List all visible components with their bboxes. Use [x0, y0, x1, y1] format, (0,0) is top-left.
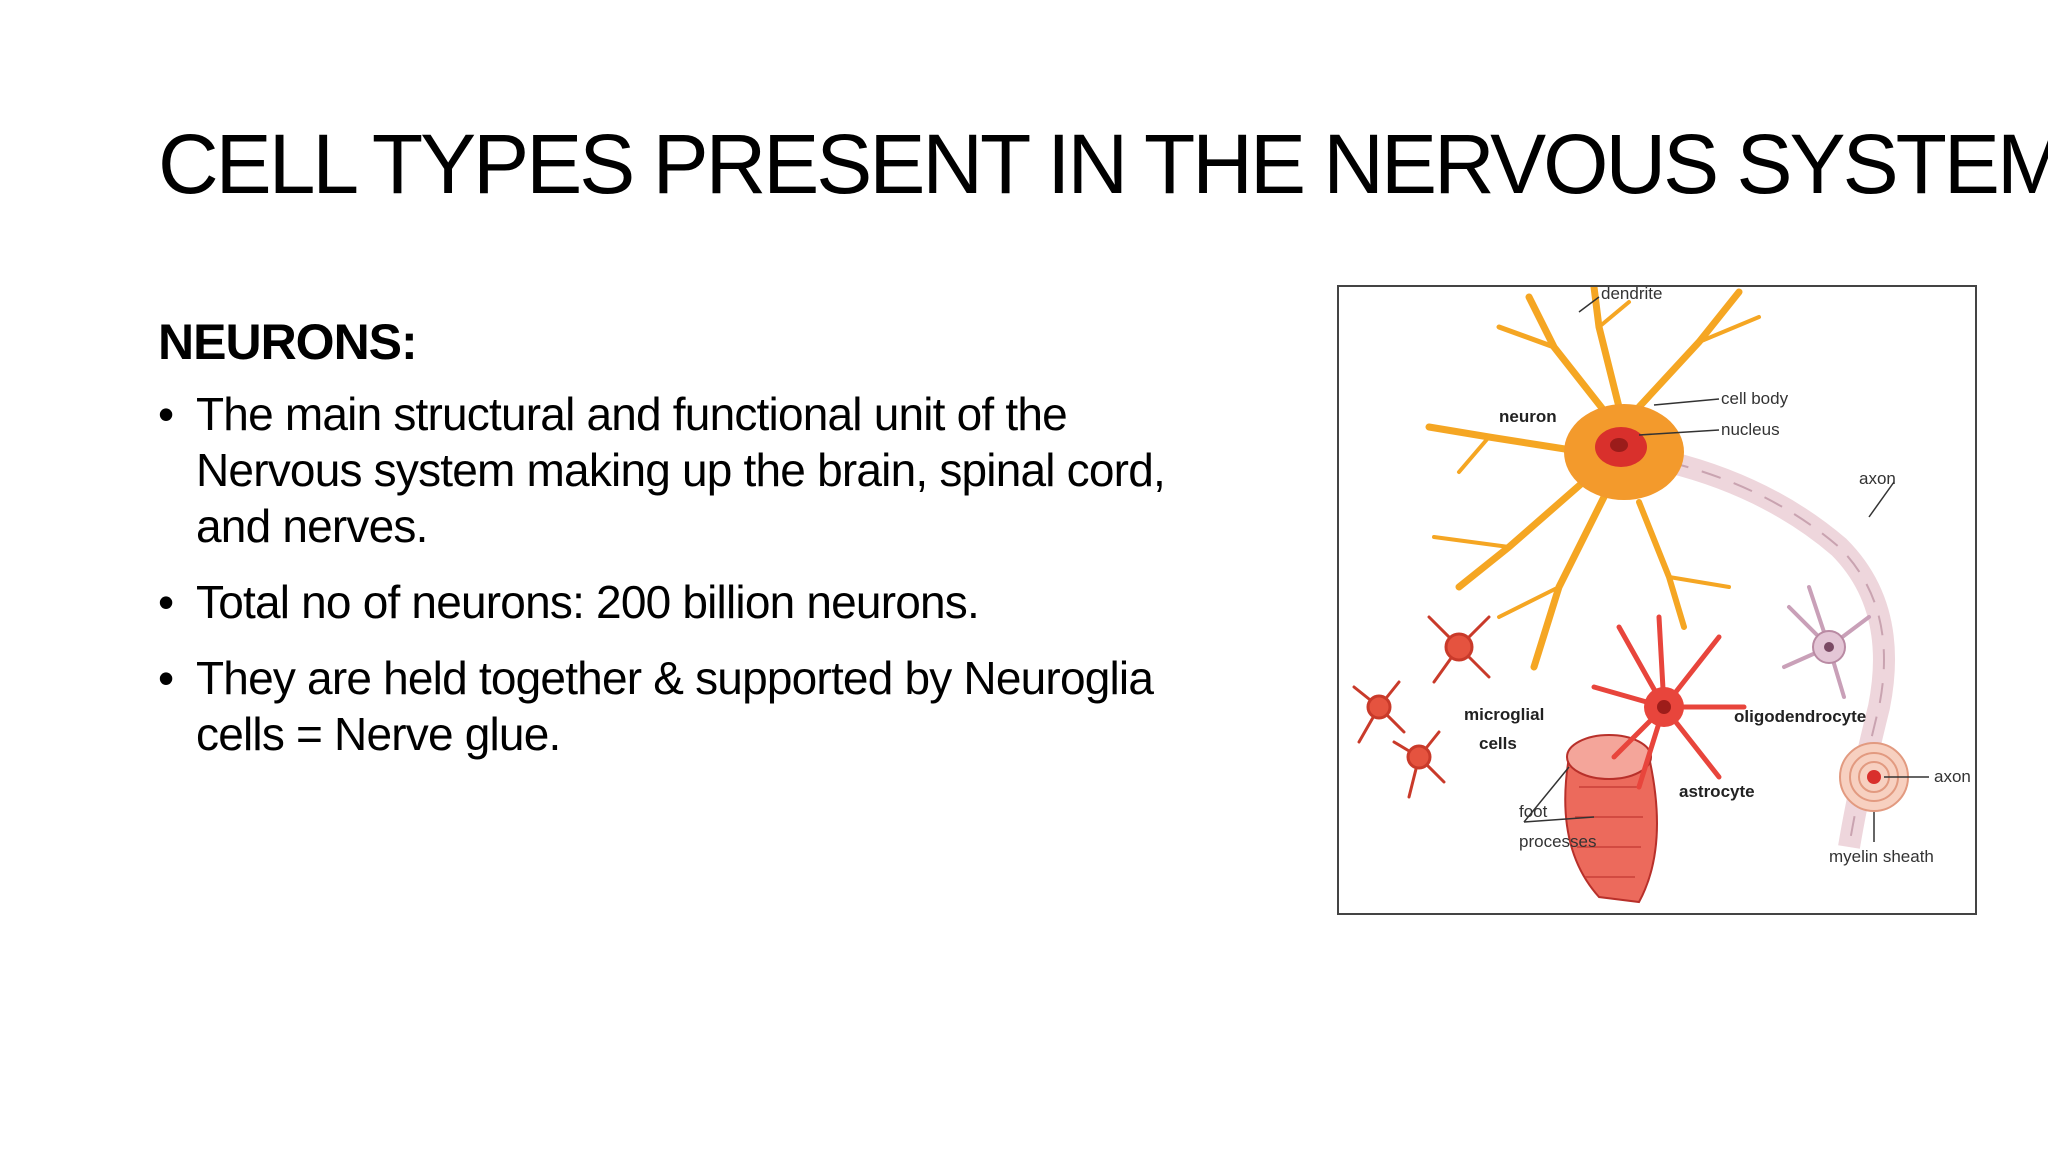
- bullet-item: • They are held together & supported by …: [158, 650, 1258, 762]
- bullet-icon: •: [158, 576, 174, 628]
- bullet-icon: •: [158, 388, 174, 440]
- astrocyte-label: astrocyte: [1679, 782, 1755, 801]
- microglial-label: microglial: [1464, 705, 1544, 724]
- nucleus-label: nucleus: [1721, 420, 1780, 439]
- nervous-system-cells-figure: dendrite neuron cell body nucleus axon m…: [1337, 285, 1977, 915]
- processes-label: processes: [1519, 832, 1596, 851]
- axon-label: axon: [1859, 469, 1896, 488]
- axon-label-lower: axon: [1934, 767, 1971, 786]
- bullet-icon: •: [158, 652, 174, 704]
- bullet-item: • The main structural and functional uni…: [158, 386, 1258, 554]
- myelin-sheath-label: myelin sheath: [1829, 847, 1934, 866]
- section-heading: NEURONS:: [158, 314, 418, 370]
- slide-content: NEURONS: • The main structural and funct…: [158, 312, 1258, 782]
- dendrite-label: dendrite: [1601, 287, 1662, 303]
- bullet-list: • The main structural and functional uni…: [158, 386, 1258, 762]
- oligodendrocyte: [1782, 585, 1871, 699]
- bullet-line: and nerves.: [196, 500, 428, 552]
- foot-label: foot: [1519, 802, 1548, 821]
- neuron-label: neuron: [1499, 407, 1557, 426]
- cell-illustration: dendrite neuron cell body nucleus axon m…: [1352, 287, 1971, 904]
- cell-body-label: cell body: [1721, 389, 1789, 408]
- bullet-line: They are held together & supported by Ne…: [196, 652, 1154, 704]
- slide-title: CELL TYPES PRESENT IN THE NERVOUS SYSTEM: [158, 117, 2048, 211]
- bullet-line: Total no of neurons: 200 billion neurons…: [196, 576, 980, 628]
- bullet-line: cells = Nerve glue.: [196, 708, 561, 760]
- bullet-line: Nervous system making up the brain, spin…: [196, 444, 1166, 496]
- microglial-cells: [1352, 615, 1491, 799]
- bullet-item: • Total no of neurons: 200 billion neuro…: [158, 574, 1258, 630]
- blood-vessel: [1564, 734, 1658, 904]
- bullet-line: The main structural and functional unit …: [196, 388, 1068, 440]
- oligodendrocyte-label: oligodendrocyte: [1734, 707, 1866, 726]
- microglial-cells-label: cells: [1479, 734, 1517, 753]
